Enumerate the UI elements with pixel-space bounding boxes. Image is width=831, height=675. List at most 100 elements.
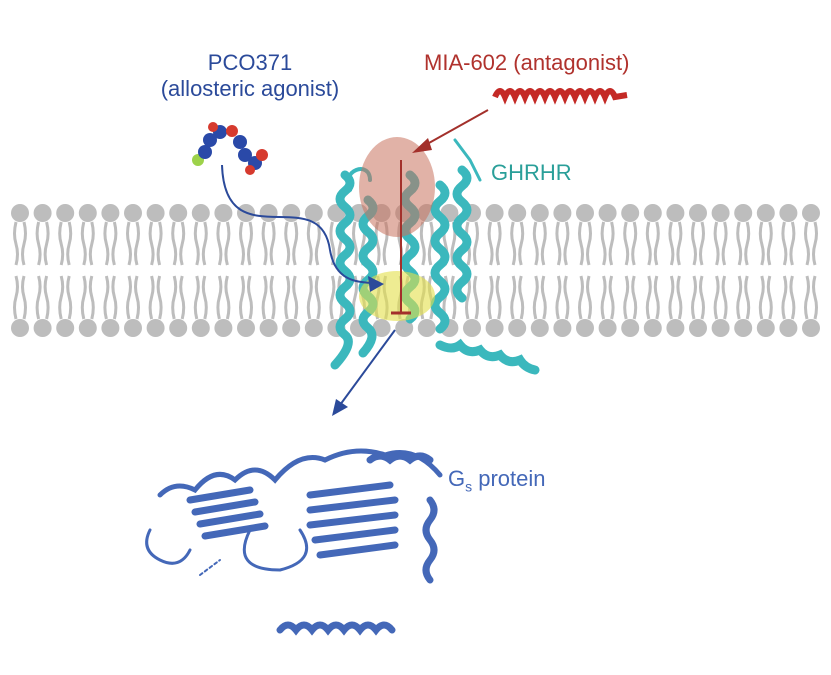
lipid-tail <box>645 221 652 266</box>
lipid-tail <box>292 221 299 266</box>
lipid-tail <box>532 221 539 266</box>
lipid-tail <box>88 275 95 320</box>
lipid-tail <box>473 275 479 320</box>
mia602-label: MIA-602 (antagonist) <box>424 50 630 75</box>
lipid-head <box>689 319 707 337</box>
gs-main: G <box>448 466 466 491</box>
agonist-arrowhead <box>368 276 384 292</box>
lipid-head <box>485 204 504 222</box>
lipid-tail <box>744 275 751 320</box>
lipid-tail <box>284 275 291 320</box>
gs-protein-structure <box>145 448 443 636</box>
lipid-head <box>259 204 278 222</box>
lipid-tail <box>721 275 728 320</box>
lipid-head <box>643 204 662 222</box>
lipid-tail <box>781 221 788 266</box>
lipid-tail <box>608 275 615 320</box>
lipid-tail <box>224 275 231 320</box>
lipid-tail <box>134 221 140 266</box>
lipid-tail <box>510 275 517 320</box>
lipid-tail <box>540 275 547 320</box>
lipid-tail <box>563 275 570 320</box>
lipid-tail <box>781 275 788 320</box>
lipid-tail <box>699 221 705 266</box>
pco371-molecule <box>192 122 268 175</box>
lipid-tail <box>224 221 231 266</box>
lipid-tail <box>35 221 42 266</box>
lipid-tail <box>111 275 118 320</box>
lipid-tail <box>721 221 728 266</box>
lipid-tail <box>804 275 810 320</box>
lipid-head <box>553 204 572 222</box>
lipid-tail <box>495 275 502 320</box>
lipid-head <box>485 319 504 337</box>
lipid-head <box>463 319 481 337</box>
lipid-tail <box>35 275 42 320</box>
lipid-tail <box>148 221 155 266</box>
antagonist-binding-site <box>359 137 435 237</box>
gs-protein-label: Gs protein <box>448 466 546 499</box>
lipid-tail <box>103 275 110 320</box>
lipid-tail <box>201 221 208 266</box>
lipid-tail <box>247 275 253 320</box>
lipid-head <box>734 319 753 337</box>
lipid-tail <box>691 275 697 320</box>
lipid-head <box>508 204 527 222</box>
lipid-tail <box>247 221 253 266</box>
lipid-head <box>146 204 165 222</box>
lipid-head <box>56 319 75 337</box>
lipid-tail <box>21 221 27 266</box>
lipid-tail <box>487 221 494 266</box>
lipid-tail <box>179 221 186 266</box>
lipid-tail <box>676 275 683 320</box>
lipid-head <box>779 204 798 222</box>
lipid-tail <box>201 275 208 320</box>
lipid-tail <box>261 221 268 266</box>
lipid-tail <box>419 221 426 266</box>
lipid-tail <box>631 221 638 266</box>
antagonist-arrow <box>419 109 489 149</box>
lipid-head <box>508 319 527 337</box>
lipid-tail <box>43 221 50 266</box>
lipid-head <box>779 319 798 337</box>
lipid-head <box>576 319 594 337</box>
lipid-head <box>711 204 730 222</box>
lipid-tail <box>126 275 132 320</box>
lipid-head <box>169 204 188 222</box>
mia602-peptide-helix <box>492 88 628 105</box>
lipid-tail <box>758 275 765 320</box>
lipid-tail <box>134 275 140 320</box>
lipid-tail <box>306 221 313 266</box>
lipid-head <box>372 319 391 337</box>
lipid-tail <box>465 275 471 320</box>
lipid-tail <box>518 275 525 320</box>
lipid-tail <box>66 275 73 320</box>
lipid-tail <box>329 221 336 266</box>
lipid-head <box>666 204 685 222</box>
lipid-head <box>101 204 120 222</box>
antagonist-arrowhead <box>412 138 432 153</box>
lipid-tail <box>269 275 276 320</box>
lipid-tail <box>532 275 539 320</box>
lipid-tail <box>608 221 615 266</box>
lipid-head <box>553 319 572 337</box>
lipid-tail <box>668 221 675 266</box>
lipid-tail <box>563 221 570 266</box>
lipid-head <box>78 204 97 222</box>
lipid-head <box>33 204 52 222</box>
lipid-tail <box>58 221 65 266</box>
gs-rest: protein <box>472 466 546 491</box>
lipid-tail <box>427 221 434 266</box>
lipid-head <box>666 319 685 337</box>
lipid-tail <box>812 221 818 266</box>
lipid-tail <box>314 221 321 266</box>
lipid-tail <box>578 275 584 320</box>
lipid-tail <box>66 221 73 266</box>
lipid-tail <box>699 275 705 320</box>
lipid-tail <box>80 275 87 320</box>
lipid-tail <box>171 275 178 320</box>
ghrhr-label: GHRHR <box>491 160 572 185</box>
lipid-head <box>124 319 142 337</box>
lipid-head <box>33 319 52 337</box>
